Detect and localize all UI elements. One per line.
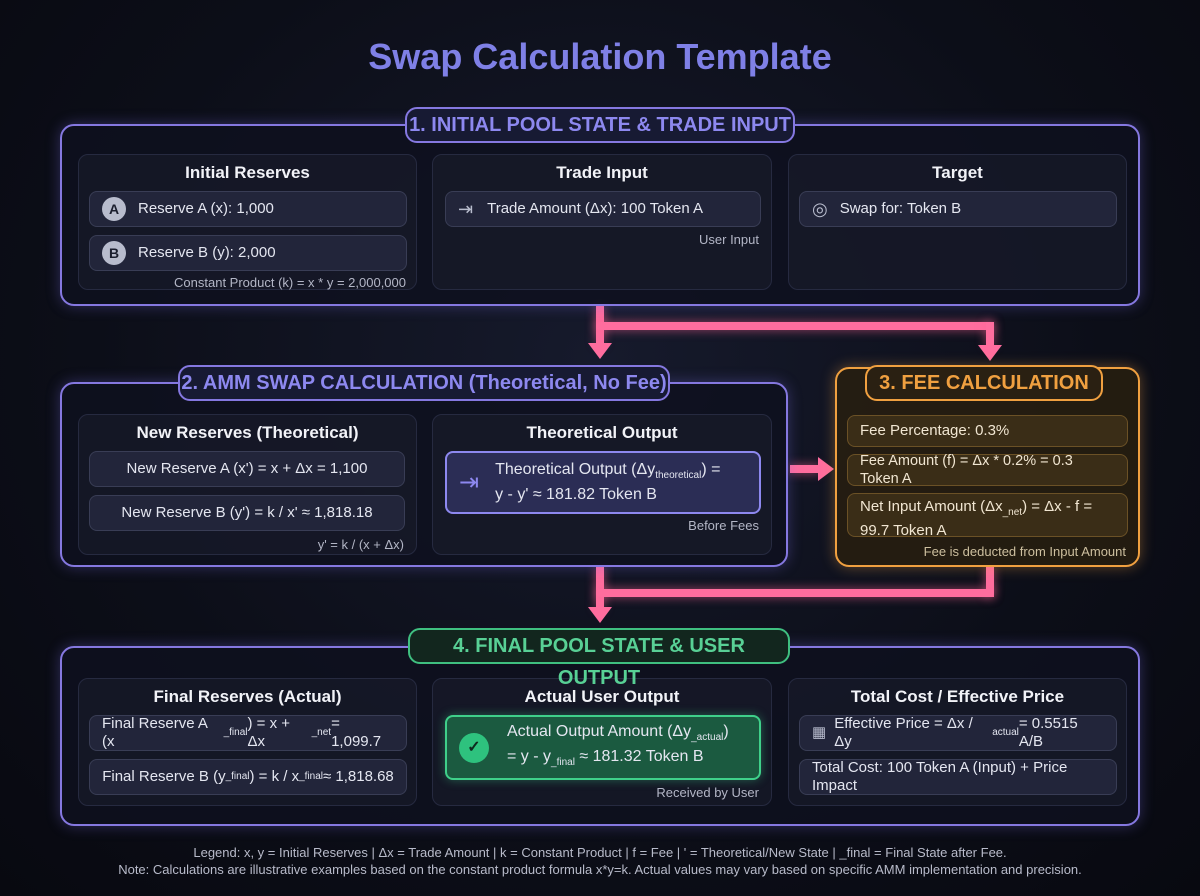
output-post: ) = bbox=[701, 461, 721, 479]
constant-product-note: Constant Product (k) = x * y = 2,000,000 bbox=[174, 275, 406, 290]
fee-amount: Fee Amount (f) = Δx * 0.2% = 0.3 Token A bbox=[847, 453, 1128, 487]
token-b-icon: B bbox=[102, 241, 126, 265]
legend: Legend: x, y = Initial Reserves | Δx = T… bbox=[193, 845, 1007, 860]
final-reserve-a: Final Reserve A (x _final) = x + Δx _net =… bbox=[89, 715, 407, 751]
new-reserve-b: New Reserve B (y') = k / x' ≈ 1,818.18 bbox=[89, 495, 405, 531]
new-reserve-a: New Reserve A (x') = x + Δx = 1,100 bbox=[89, 451, 405, 487]
effective-price-row: ▦ Effective Price = Δx / Δy actual = 0.551… bbox=[799, 715, 1117, 751]
t: _final bbox=[223, 727, 248, 738]
output-label: Theoretical Output (Δy bbox=[495, 461, 656, 479]
t: actual bbox=[992, 727, 1019, 738]
panel-title: Total Cost / Effective Price bbox=[850, 687, 1065, 706]
theoretical-output-value: y - y' ≈ 181.82 Token B bbox=[495, 485, 657, 503]
new-reserves-panel: New Reserves (Theoretical) New Reserve A… bbox=[78, 414, 417, 555]
panel-title: Actual User Output bbox=[524, 687, 680, 706]
connector-arrow bbox=[986, 322, 994, 346]
t: Actual Output Amount (Δy bbox=[507, 723, 692, 741]
footnote: Note: Calculations are illustrative exam… bbox=[118, 862, 1082, 877]
panel-title: Trade Input bbox=[556, 163, 648, 182]
section-4-label: 4. FINAL POOL STATE & USER OUTPUT bbox=[408, 628, 790, 689]
logout-arrow-icon: ⇥ bbox=[459, 468, 480, 496]
t: = y - y bbox=[507, 747, 552, 765]
section-3-label: 3. FEE CALCULATION bbox=[865, 365, 1103, 401]
t: _final bbox=[299, 771, 323, 782]
t: _actual bbox=[691, 732, 724, 744]
theoretical-output-row: ⇥ Theoretical Output (Δytheoretical) = y … bbox=[445, 451, 761, 514]
effective-price: = 0.5515 A/B bbox=[1018, 715, 1078, 750]
received-note: Received by User bbox=[656, 785, 759, 800]
initial-reserves-panel: Initial Reserves A Reserve A (x): 1,000 B… bbox=[78, 154, 417, 290]
trade-input-panel: Trade Input ⇥ Trade Amount (Δx): 100 Toke… bbox=[432, 154, 772, 290]
actual-output-row: ✓ Actual Output Amount (Δy_actual) = y - … bbox=[445, 715, 761, 780]
target-icon: ◎ bbox=[812, 199, 828, 219]
token-a-icon: A bbox=[102, 197, 126, 221]
swap-target: Swap for: Token B bbox=[839, 200, 962, 217]
t: ) = k / x bbox=[249, 768, 300, 785]
t: ≈ 1,818.68 bbox=[322, 768, 394, 785]
panel-title: Initial Reserves bbox=[185, 163, 310, 182]
actual-output-panel: Actual User Output ✓ Actual Output Amoun… bbox=[432, 678, 772, 806]
trade-amount: Trade Amount (Δx): 100 Token A bbox=[487, 200, 704, 217]
connector-arrow bbox=[790, 465, 820, 473]
fee-percentage: Fee Percentage: 0.3% bbox=[847, 415, 1128, 447]
theoretical-output-panel: Theoretical Output ⇥ Theoretical Output … bbox=[432, 414, 772, 555]
final-reserve-b: Final Reserve B (y_final) = k / x_final … bbox=[89, 759, 407, 795]
section-2-label: 2. AMM SWAP CALCULATION (Theoretical, No… bbox=[178, 365, 670, 401]
t: _final bbox=[225, 771, 250, 782]
t: Final Reserve B (y bbox=[102, 768, 226, 785]
reserve-b: Reserve B (y): 2,000 bbox=[138, 244, 276, 261]
t: _net bbox=[311, 727, 332, 738]
trade-amount-row: ⇥ Trade Amount (Δx): 100 Token A bbox=[445, 191, 761, 227]
net-input-row: Net Input Amount (Δx_net) = Δx - f = 99.… bbox=[847, 493, 1128, 539]
panel-title: Final Reserves (Actual) bbox=[153, 687, 342, 706]
user-input-note: User Input bbox=[699, 232, 759, 247]
connector-arrow bbox=[596, 589, 994, 597]
page-title: Swap Calculation Template bbox=[368, 36, 832, 77]
actual-output-value: ≈ 181.32 Token B bbox=[574, 747, 704, 765]
t: _final bbox=[551, 756, 575, 768]
connector-arrow bbox=[986, 567, 994, 597]
t: Effective Price = Δx / Δy bbox=[834, 715, 973, 750]
calculator-icon: ▦ bbox=[812, 724, 827, 741]
total-cost: Total Cost: 100 Token A (Input) + Price … bbox=[799, 759, 1117, 795]
net-sub: _net bbox=[1002, 507, 1023, 518]
arrow-head bbox=[588, 607, 612, 623]
t: ) = x + Δx bbox=[247, 715, 291, 750]
arrow-head bbox=[978, 345, 1002, 361]
panel-title: New Reserves (Theoretical) bbox=[136, 423, 359, 442]
reserve-a-row: A Reserve A (x): 1,000 bbox=[89, 191, 407, 227]
t: = 1,099.7 bbox=[331, 715, 382, 750]
check-circle-icon: ✓ bbox=[459, 732, 489, 763]
panel-title: Target bbox=[932, 163, 983, 182]
section-1-label: 1. INITIAL POOL STATE & TRADE INPUT bbox=[405, 107, 795, 143]
reserve-b-row: B Reserve B (y): 2,000 bbox=[89, 235, 407, 271]
formula-note: y' = k / (x + Δx) bbox=[317, 537, 404, 552]
panel-title: Theoretical Output bbox=[526, 423, 678, 442]
before-fees-note: Before Fees bbox=[688, 518, 759, 533]
output-sub: theoretical bbox=[655, 470, 702, 482]
t: Final Reserve A (x bbox=[102, 715, 208, 750]
target-row: ◎ Swap for: Token B bbox=[799, 191, 1117, 227]
connector-arrow bbox=[596, 567, 604, 609]
net-input-label: Net Input Amount (Δx bbox=[860, 498, 1003, 515]
login-arrow-icon: ⇥ bbox=[458, 199, 474, 219]
target-panel: Target ◎ Swap for: Token B bbox=[788, 154, 1127, 290]
connector-arrow bbox=[596, 322, 994, 330]
arrow-head bbox=[818, 457, 834, 481]
arrow-head bbox=[588, 343, 612, 359]
reserve-a: Reserve A (x): 1,000 bbox=[138, 200, 274, 217]
net-input-value: ) = Δx - f = 99.7 Token A bbox=[860, 498, 1093, 539]
t: ) bbox=[723, 723, 729, 741]
total-cost-panel: Total Cost / Effective Price ▦ Effective … bbox=[788, 678, 1127, 806]
final-reserves-panel: Final Reserves (Actual) Final Reserve A … bbox=[78, 678, 417, 806]
fee-note: Fee is deducted from Input Amount bbox=[923, 544, 1126, 559]
